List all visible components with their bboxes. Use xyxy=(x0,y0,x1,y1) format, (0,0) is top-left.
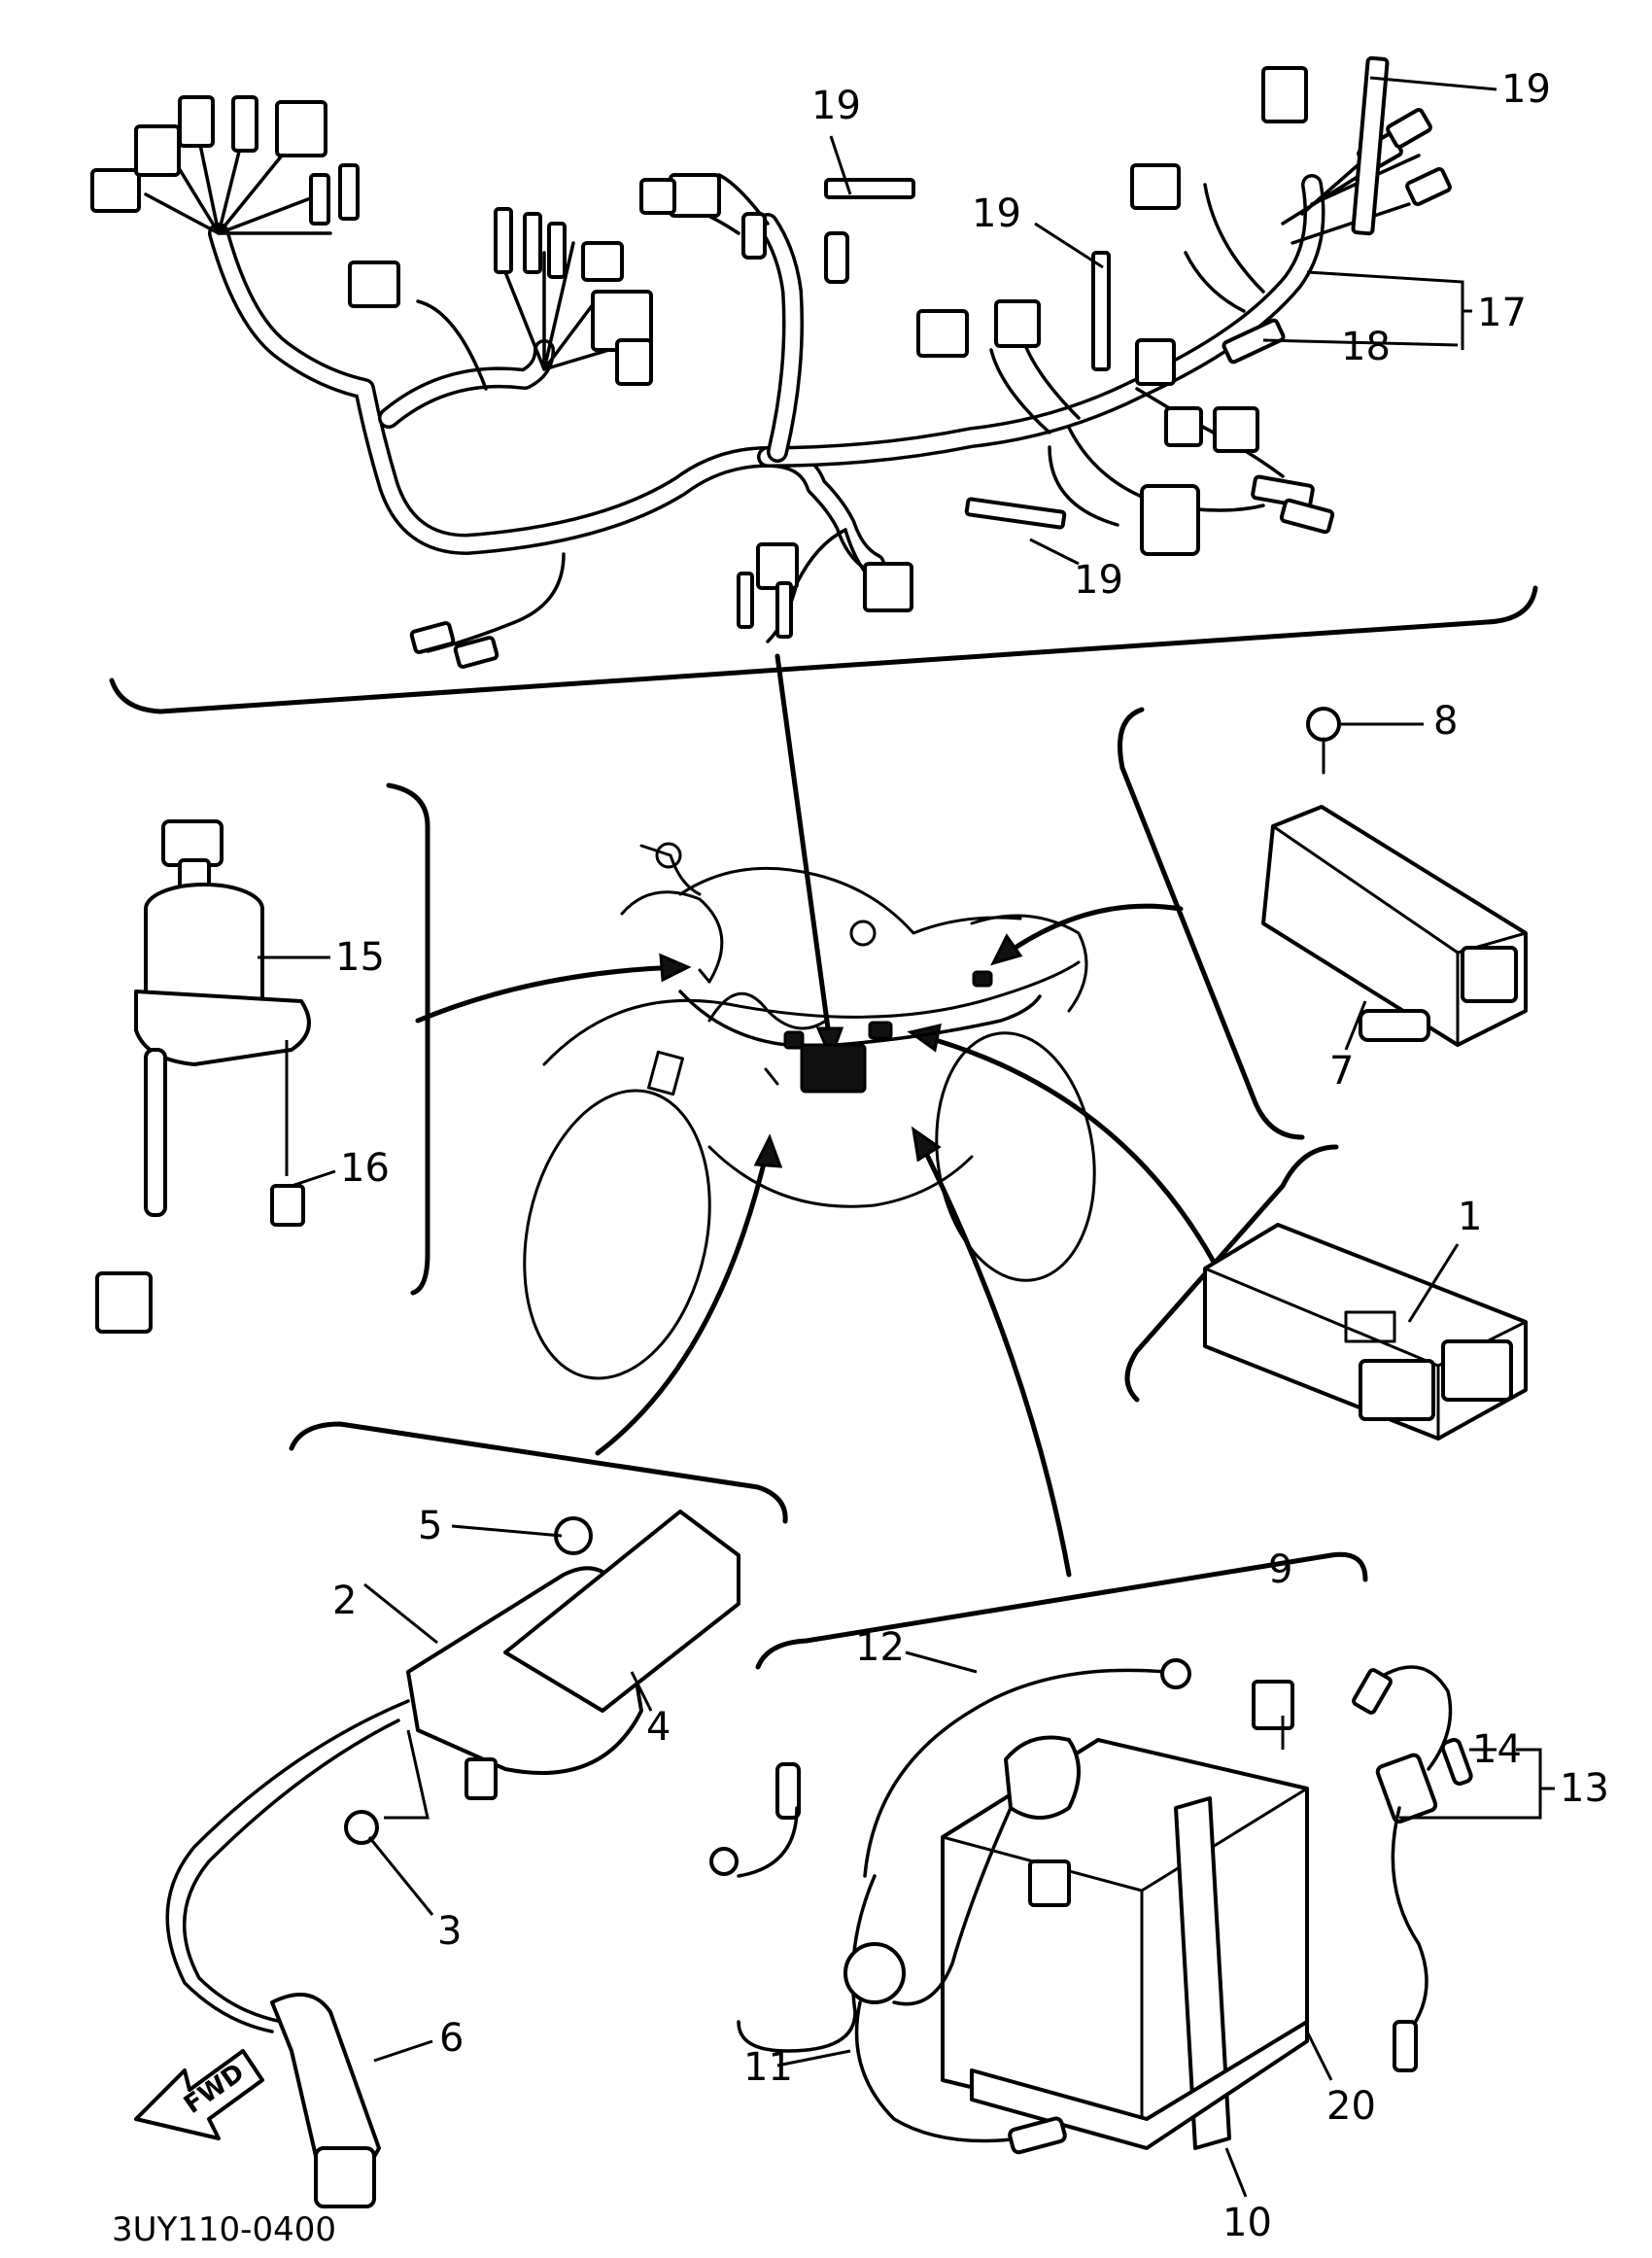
callout-19: 19 xyxy=(811,84,861,128)
assembly-arrows xyxy=(415,653,1218,1578)
fwd-arrow: FWD xyxy=(134,2049,264,2140)
callout-6: 6 xyxy=(439,2016,464,2061)
cable-tie xyxy=(1091,251,1111,371)
battery-terminal-cover xyxy=(843,1942,906,2004)
callout-1: 1 xyxy=(1458,1195,1482,1239)
wire-harness xyxy=(90,55,1452,669)
callout-5: 5 xyxy=(418,1504,442,1548)
cable-tie xyxy=(964,497,1067,530)
ignition-coil xyxy=(165,1510,740,2208)
callout-20: 20 xyxy=(1326,2084,1376,2129)
motorcycle-outline xyxy=(523,842,1096,1380)
callout-7: 7 xyxy=(1329,1049,1354,1094)
rectifier-regulator xyxy=(1261,707,1528,1047)
callout-14: 14 xyxy=(1472,1727,1522,1772)
callout-3: 3 xyxy=(437,1909,462,1954)
callout-19: 19 xyxy=(972,191,1021,236)
section-brackets xyxy=(109,585,1538,1670)
cable-tie xyxy=(1351,55,1390,236)
ignition-switch xyxy=(95,819,311,1334)
fuse xyxy=(1440,1737,1473,1787)
callout-12: 12 xyxy=(855,1625,905,1670)
callout-leaders xyxy=(258,76,1555,2198)
battery-band xyxy=(1174,1796,1231,2150)
callout-9: 9 xyxy=(1268,1547,1292,1592)
coil-screw xyxy=(344,1810,379,1845)
cdi-unit xyxy=(1203,1223,1528,1441)
callout-labels: 19 19 19 17 18 19 8 7 1 15 16 5 2 4 3 6 … xyxy=(332,67,1609,2245)
ignition-switch-screw xyxy=(270,1184,305,1227)
callout-2: 2 xyxy=(332,1579,357,1623)
coil-bracket xyxy=(503,1510,740,1713)
diagram-code: 3UY110-0400 xyxy=(112,2210,336,2249)
callout-11: 11 xyxy=(743,2045,793,2090)
regulator-bolt xyxy=(1306,707,1341,742)
battery-damper xyxy=(970,2020,1309,2150)
callout-8: 8 xyxy=(1433,699,1458,744)
battery xyxy=(709,1658,1309,2155)
callout-15: 15 xyxy=(335,935,385,980)
cable-tie xyxy=(824,178,915,199)
callout-19: 19 xyxy=(1074,558,1123,603)
fuse-holder xyxy=(1352,1665,1473,2072)
callout-13: 13 xyxy=(1560,1766,1609,1811)
callout-17: 17 xyxy=(1477,291,1527,335)
callout-10: 10 xyxy=(1222,2201,1272,2245)
battery-location xyxy=(800,1043,867,1094)
callout-19: 19 xyxy=(1501,67,1551,112)
callout-18: 18 xyxy=(1341,325,1391,369)
callout-16: 16 xyxy=(340,1146,390,1191)
callout-4: 4 xyxy=(646,1705,671,1750)
